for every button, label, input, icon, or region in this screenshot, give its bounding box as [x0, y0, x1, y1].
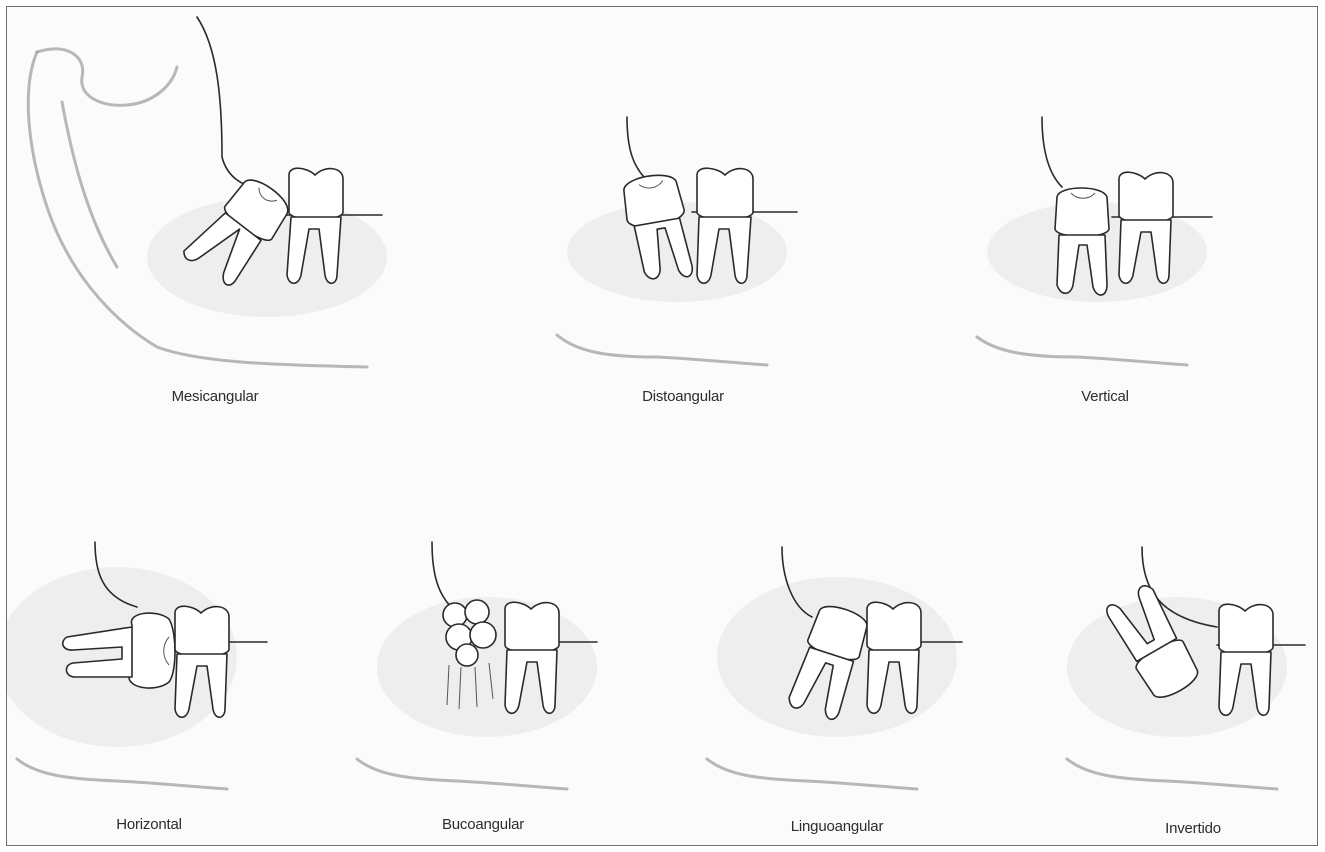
panel-bucoangular: Bucoangular: [337, 437, 667, 845]
panel-horizontal: Horizontal: [7, 437, 337, 845]
bucoangular-illustration: [337, 437, 667, 845]
panel-linguoangular: Linguoangular: [687, 437, 1007, 845]
panel-mesioangular: Mesicangular: [7, 7, 427, 427]
caption-vertical: Vertical: [1081, 388, 1129, 405]
panel-vertical: Vertical: [947, 7, 1247, 427]
caption-distoangular: Distoangular: [642, 388, 724, 405]
caption-invertido: Invertido: [1165, 820, 1221, 837]
invertido-illustration: [1047, 437, 1317, 845]
linguoangular-illustration: [687, 437, 1007, 845]
vertical-illustration: [947, 7, 1247, 427]
distoangular-illustration: [527, 7, 827, 427]
illustration-frame: Mesicangular Distoangular: [6, 6, 1318, 846]
caption-bucoangular: Bucoangular: [442, 816, 524, 833]
panel-distoangular: Distoangular: [527, 7, 827, 427]
horizontal-illustration: [7, 437, 337, 845]
caption-linguoangular: Linguoangular: [791, 818, 883, 835]
panel-invertido: Invertido: [1047, 437, 1317, 845]
mesioangular-illustration: [7, 7, 427, 427]
caption-horizontal: Horizontal: [116, 816, 182, 833]
caption-mesioangular: Mesicangular: [172, 388, 259, 405]
